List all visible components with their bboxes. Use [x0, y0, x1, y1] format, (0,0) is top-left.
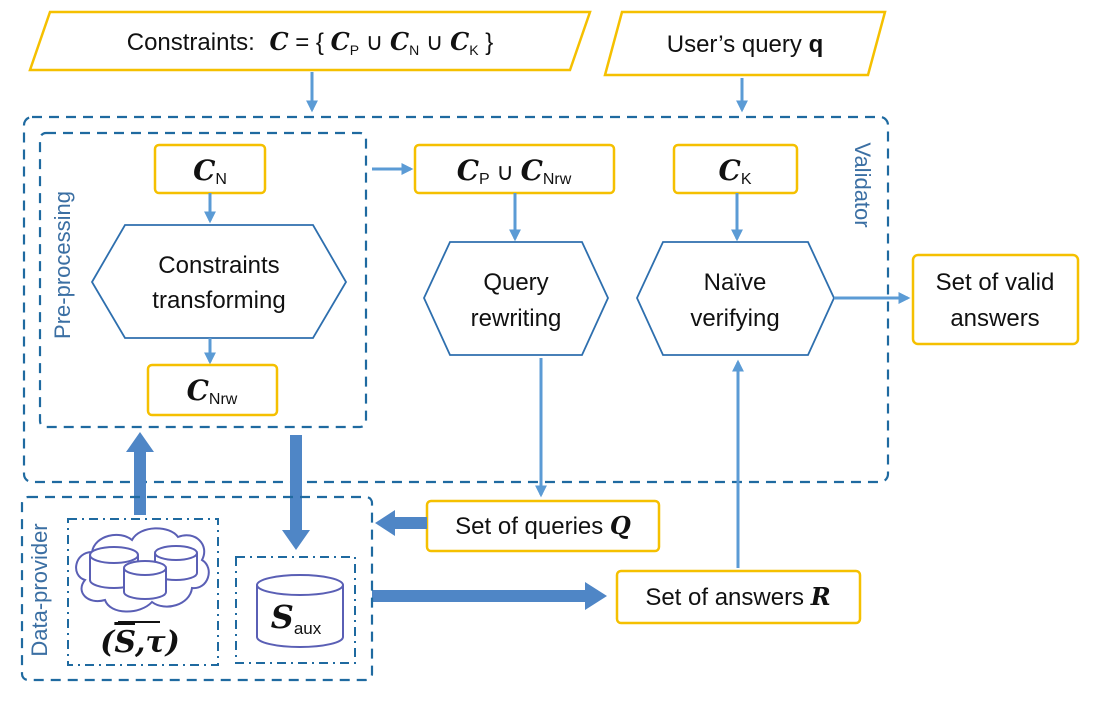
svg-text:Set of valid: Set of valid: [936, 269, 1055, 296]
data-provider-label: Data-provider: [27, 523, 52, 656]
svg-text:answers: answers: [950, 305, 1039, 332]
svg-text:Set of queries Q: Set of queries Q: [455, 511, 631, 540]
user-query-input: User’s query q: [603, 10, 887, 77]
arrow-queries-to-provider: [375, 510, 427, 536]
aux-label: Saux: [271, 598, 322, 638]
svg-text:User’s query q: User’s query q: [667, 31, 824, 58]
aux-database-icon: [256, 574, 344, 648]
sources-label: (S,τ): [100, 625, 180, 660]
svg-text:verifying: verifying: [690, 305, 779, 332]
svg-text:Constraints: Constraints: [158, 252, 279, 279]
svg-text:CNrw: CNrw: [187, 374, 238, 408]
queries-box: Set of queries Q: [425, 499, 661, 553]
cn-box: CN: [153, 143, 267, 195]
constraints-label: Constraints:: [127, 29, 255, 56]
svg-text:CK: CK: [719, 154, 752, 188]
svg-text:Constraints: C = { CP ∪: Constraints: C = { CP ∪ CN ∪ CK }: [127, 27, 494, 58]
svg-text:CP ∪ CNrw: CP ∪ CNrw: [457, 154, 572, 188]
answers-box: Set of answers R: [615, 569, 862, 625]
svg-text:transforming: transforming: [152, 287, 285, 314]
sources-container: [67, 518, 219, 666]
query-rewriting-step: Query rewriting: [423, 241, 609, 356]
cnrw-box: CNrw: [146, 363, 279, 417]
data-provider-container: [20, 495, 374, 682]
constraints-input: Constraints: C = { CP ∪ CN ∪ CK }: [28, 10, 592, 72]
naive-verifying-step: Naïve verifying: [636, 241, 835, 356]
svg-text:Naïve: Naïve: [704, 269, 767, 296]
constraints-transforming-step: Constraints transforming: [90, 224, 348, 339]
preprocessing-container: [38, 131, 368, 429]
arrow-aux-to-answers: [372, 582, 607, 610]
rewrite-constraints-box: CP ∪ CNrw: [413, 143, 616, 195]
svg-text:rewriting: rewriting: [471, 305, 562, 332]
validator-label: Validator: [850, 142, 875, 227]
svg-text:Query: Query: [483, 269, 548, 296]
ck-box: CK: [672, 143, 799, 195]
preprocessing-label: Pre-processing: [50, 191, 75, 339]
cloud-databases-icon: [75, 527, 210, 613]
aux-container: [235, 556, 356, 664]
arrow-down-to-aux: [282, 435, 310, 550]
svg-text:Set of answers R: Set of answers R: [645, 582, 830, 611]
arrow-provider-up: [126, 432, 154, 515]
svg-text:CN: CN: [193, 154, 227, 188]
thick-arrows: [126, 432, 607, 610]
valid-answers-box: Set of valid answers: [911, 253, 1080, 346]
